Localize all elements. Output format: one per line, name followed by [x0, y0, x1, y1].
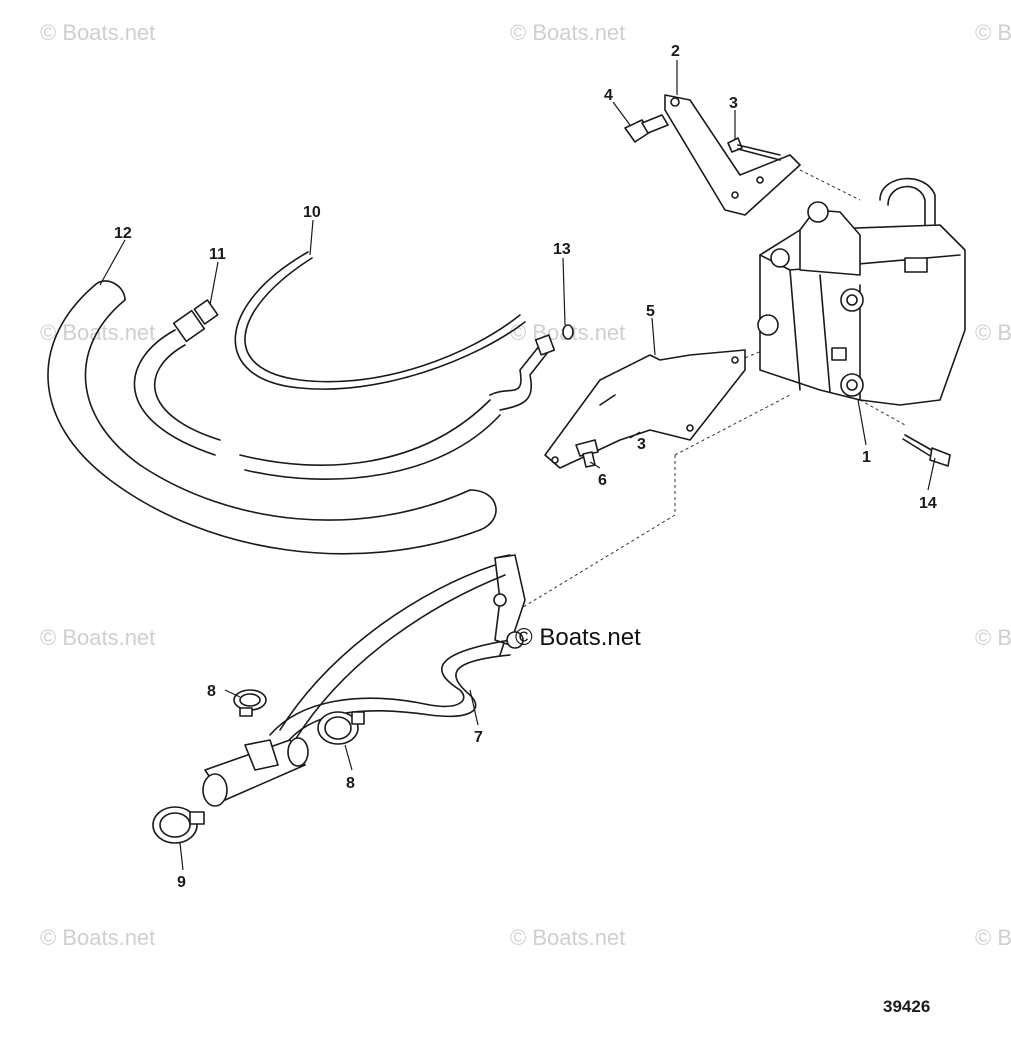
watermark: © B: [975, 320, 1011, 345]
watermark: © B: [975, 625, 1011, 650]
callout-3: 3: [637, 436, 646, 453]
callout-7: 7: [474, 729, 483, 746]
hose-10: [234, 251, 526, 390]
callout-10: 10: [303, 204, 321, 221]
clamp-9: [152, 806, 205, 844]
bracket-5: [544, 349, 746, 469]
callout-14: 14: [919, 495, 937, 512]
callout-1: 1: [862, 449, 871, 466]
hose-11: [133, 299, 549, 481]
callout-6: 6: [598, 472, 607, 489]
callout-5: 5: [646, 303, 655, 320]
bolt-4: [624, 114, 669, 143]
watermark: © Boats.net: [40, 625, 155, 650]
main-unit-1: [757, 177, 966, 406]
watermark: © B: [975, 20, 1011, 45]
callouts: 2 4 3 12 11 10 13 5 3 6 1 14 7 8 8 9: [114, 43, 937, 891]
watermark: © B: [975, 925, 1011, 950]
callout-3: 3: [729, 95, 738, 112]
callout-2: 2: [671, 43, 680, 60]
watermark: © Boats.net: [510, 20, 625, 45]
watermark: © Boats.net: [510, 925, 625, 950]
diagram-reference-number: 39426: [883, 997, 930, 1016]
hose-large: [47, 280, 497, 555]
watermark: © Boats.net: [40, 925, 155, 950]
watermark: © Boats.net: [40, 20, 155, 45]
bracket-2: [664, 94, 801, 216]
callout-9: 9: [177, 874, 186, 891]
screw-14: [902, 434, 951, 467]
callout-13: 13: [553, 241, 571, 258]
clamp-8-large: [317, 711, 365, 745]
callout-11: 11: [209, 246, 226, 263]
clamp-8-small: [233, 689, 267, 717]
fitting-13: [534, 324, 574, 356]
callout-12: 12: [114, 225, 132, 242]
callout-4: 4: [604, 87, 613, 104]
tube-assembly-7: [202, 554, 526, 807]
callout-8: 8: [346, 775, 355, 792]
bolt-6: [575, 439, 599, 468]
callout-8: 8: [207, 683, 216, 700]
watermark-main: © Boats.net: [515, 624, 641, 651]
leader-lines: [99, 60, 936, 871]
